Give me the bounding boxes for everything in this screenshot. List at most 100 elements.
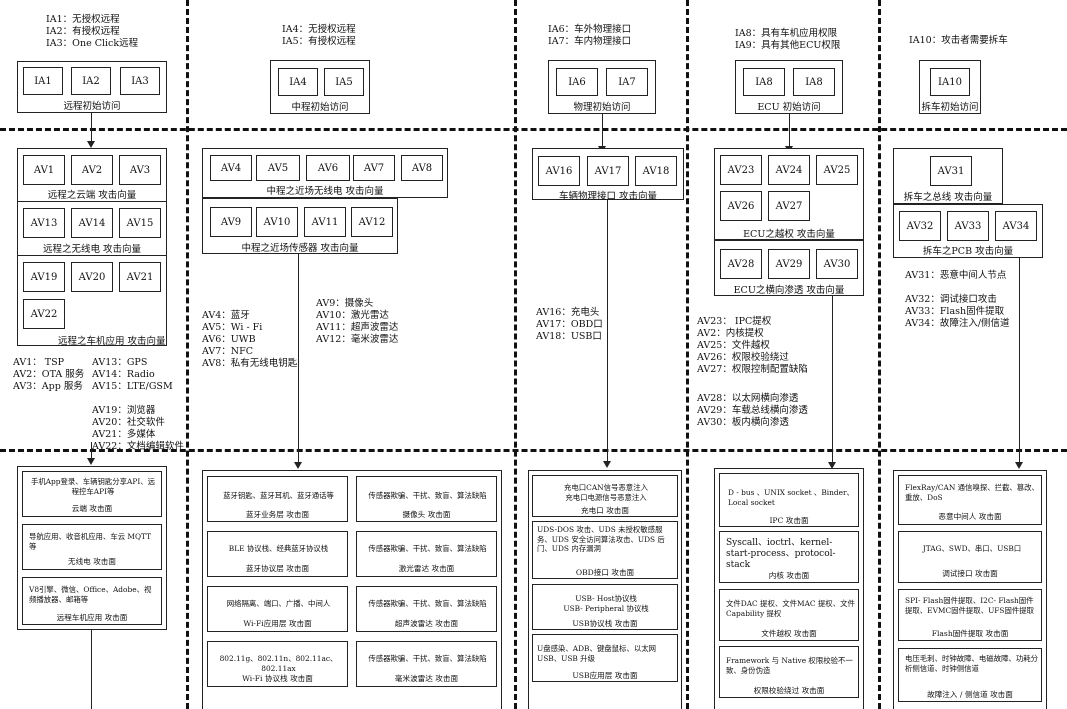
arrow-head (294, 462, 302, 469)
attack-surface-caption: 摄像头 攻击面 (402, 510, 451, 519)
av-item: AV13 (23, 208, 65, 238)
av-item: AV12 (351, 207, 393, 237)
attack-surface-caption: 激光雷达 攻击面 (398, 564, 455, 573)
ia-note: IA8：具有车机应用权限 IA9：具有其他ECU权限 (735, 28, 841, 51)
attack-surface-text: 传感器欺骗、干扰、致盲、算法缺陷 (368, 491, 487, 500)
ia-item: IA3 (120, 67, 160, 95)
ia-item: IA5 (324, 68, 364, 96)
av-item: AV25 (816, 155, 858, 185)
attack-surface-card: JTAG、SWD、串口、USB口 调试接口 攻击面 (898, 531, 1042, 583)
attack-surface-caption: OBD接口 攻击面 (575, 568, 635, 577)
attack-surface-card: Framework 与 Native 权限校验不一致、身份伪造 权限校验绕过 攻… (719, 646, 859, 698)
connector-line (91, 629, 92, 709)
attack-surface-caption: 无线电 攻击面 (68, 557, 116, 566)
attack-surface-text: 充电口CAN信号恶意注入 充电口电源信号恶意注入 (564, 483, 648, 502)
attack-surface-caption: Wi-Fi 协议栈 攻击面 (242, 674, 313, 683)
attack-surface-text: USB- Host协议栈 USB- Peripheral 协议栈 (563, 594, 649, 613)
attack-surface-caption: 调试接口 攻击面 (942, 569, 998, 578)
attack-surface-card: D - bus 、UNIX socket 、Binder、Local socke… (719, 473, 859, 527)
attack-surface-card: 传感器欺骗、干扰、致盲、算法缺陷 激光雷达 攻击面 (356, 531, 497, 577)
av-group-ecu-priv: AV23 AV24 AV25 AV26 AV27 ECU之越权 攻击向量 (714, 148, 864, 240)
attack-surface-text: Framework 与 Native 权限校验不一致、身份伪造 (726, 656, 853, 675)
av-item: AV3 (119, 155, 161, 185)
attack-surface-caption: Wi-Fi应用层 攻击面 (243, 619, 312, 628)
attack-surface-column: D - bus 、UNIX socket 、Binder、Local socke… (714, 468, 864, 709)
column-divider (514, 0, 517, 709)
av-group-label: ECU之越权 攻击向量 (743, 229, 835, 240)
attack-surface-text: 蓝牙钥匙、蓝牙耳机、蓝牙通话等 (223, 491, 334, 500)
ia-note: IA4：无授权远程 IA5：有授权远程 (282, 24, 356, 47)
column-divider (186, 0, 189, 709)
attack-surface-card: U盘感染、ADB、键盘鼠标、以太网USB、USB 升级 USB应用层 攻击面 (532, 634, 678, 682)
ia-item: IA1 (23, 67, 63, 95)
arrow-line (789, 114, 790, 148)
legend-note: AV23： IPC提权 AV2：内核提权 AV25：文件越权 AV26：权限校验… (697, 316, 808, 375)
ia-note: IA10：攻击者需要拆车 (909, 35, 1008, 46)
av-item: AV24 (768, 155, 810, 185)
av-item: AV2 (71, 155, 113, 185)
av-item: AV28 (720, 249, 762, 279)
attack-surface-card: 传感器欺骗、干扰、致盲、算法缺陷 毫米波雷达 攻击面 (356, 641, 497, 687)
attack-surface-text: 传感器欺骗、干扰、致盲、算法缺陷 (368, 544, 487, 553)
attack-surface-text: 802.11g、802.11n、802.11ac、802.11ax (219, 654, 338, 673)
legend-note: AV9：摄像头 AV10：激光雷达 AV11：超声波雷达 AV12：毫米波雷达 (316, 298, 399, 345)
arrow-line (91, 113, 92, 143)
legend-note: AV1： TSP AV2：OTA 服务 AV3：App 服务 (13, 357, 85, 392)
ia-item: IA4 (278, 68, 318, 96)
av-group-label: 中程之近场传感器 攻击向量 (241, 243, 359, 254)
attack-surface-caption: 蓝牙业务层 攻击面 (245, 510, 310, 519)
av-item: AV11 (304, 207, 346, 237)
legend-note: AV4：蓝牙 AV5：Wi - Fi AV6：UWB AV7：NFC AV8：私… (202, 310, 298, 369)
ia-group: IA6 IA7 物理初始访问 (548, 60, 656, 114)
arrow-line (1019, 258, 1020, 464)
attack-surface-text: JTAG、SWD、串口、USB口 (922, 544, 1022, 553)
av-item: AV14 (71, 208, 113, 238)
av-item: AV31 (930, 156, 972, 186)
ia-group-label: 拆车初始访问 (921, 102, 979, 113)
av-item: AV30 (816, 249, 858, 279)
av-item: AV21 (119, 262, 161, 292)
av-item: AV6 (306, 155, 350, 181)
attack-surface-text: SPI- Flash固件提取、I2C- Flash固件提取、EVMC固件提取、U… (905, 596, 1035, 615)
arrow-line (602, 114, 603, 148)
legend-note: AV28：以太网横向渗透 AV29：车载总线横向渗透 AV30：板内横向渗透 (697, 393, 808, 428)
attack-surface-caption: IPC 攻击面 (769, 516, 809, 525)
av-item: AV10 (256, 207, 298, 237)
attack-surface-caption: 文件越权 攻击面 (761, 629, 817, 638)
av-group-pcb: AV32 AV33 AV34 拆车之PCB 攻击向量 (893, 204, 1043, 258)
arrow-line (832, 296, 833, 464)
attack-surface-caption: 蓝牙协议层 攻击面 (245, 564, 310, 573)
attack-surface-text: 电压毛刺、时钟故障、电磁故障、功耗分析侧信道、时钟侧信道 (905, 654, 1039, 673)
attack-surface-caption: 云端 攻击面 (71, 504, 113, 513)
ia-item: IA7 (606, 68, 648, 96)
av-item: AV17 (587, 156, 629, 186)
attack-surface-text: 传感器欺骗、干扰、致盲、算法缺陷 (368, 654, 487, 663)
arrow-line (298, 254, 299, 464)
arrow-head (1015, 462, 1023, 469)
av-item: AV33 (947, 211, 989, 241)
row-divider (0, 449, 1067, 452)
av-group-label: 远程之车机应用 攻击向量 (58, 336, 166, 347)
attack-surface-card: USB- Host协议栈 USB- Peripheral 协议栈 USB协议栈 … (532, 584, 678, 630)
av-group-bus: AV31 拆车之总线 攻击向量 (893, 148, 1003, 204)
av-item: AV23 (720, 155, 762, 185)
av-item: AV29 (768, 249, 810, 279)
ia-item: IA10 (930, 68, 970, 96)
arrow-line (607, 200, 608, 463)
av-item: AV18 (635, 156, 677, 186)
av-item: AV9 (210, 207, 252, 237)
attack-surface-card: 充电口CAN信号恶意注入 充电口电源信号恶意注入 充电口 攻击面 (532, 475, 678, 517)
attack-surface-card: 电压毛刺、时钟故障、电磁故障、功耗分析侧信道、时钟侧信道 故障注入 / 侧信道 … (898, 648, 1042, 702)
attack-surface-text: 网络隔离、端口、广播、中间人 (226, 599, 331, 608)
attack-surface-column: FlexRay/CAN 通信嗅探、拦截、篡改、重放、DoS 恶意中间人 攻击面 … (893, 470, 1047, 709)
attack-surface-text: FlexRay/CAN 通信嗅探、拦截、篡改、重放、DoS (905, 483, 1039, 502)
av-item: AV1 (23, 155, 65, 185)
attack-surface-column: 蓝牙钥匙、蓝牙耳机、蓝牙通话等 蓝牙业务层 攻击面 BLE 协议栈、经典蓝牙协议… (202, 470, 502, 709)
attack-surface-card: SPI- Flash固件提取、I2C- Flash固件提取、EVMC固件提取、U… (898, 589, 1042, 641)
av-group-label: 拆车之PCB 攻击向量 (922, 246, 1014, 257)
attack-surface-caption: 远程车机应用 攻击面 (56, 613, 128, 622)
attack-surface-card: FlexRay/CAN 通信嗅探、拦截、篡改、重放、DoS 恶意中间人 攻击面 (898, 475, 1042, 525)
arrow-head (87, 458, 95, 465)
row-divider (0, 128, 1067, 131)
